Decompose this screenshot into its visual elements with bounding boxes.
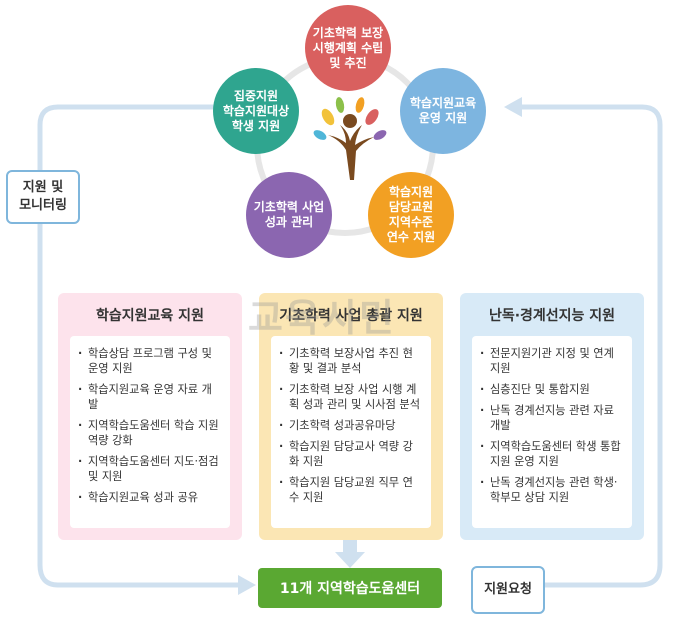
list-item: 기초학력 보장사업 추진 현황 및 결과 분석 [279,346,423,376]
list-item: 지역학습도움센터 지도·점검 및 지원 [78,454,222,484]
list-item: 지역학습도움센터 학생 통합지원 운영 지원 [480,439,624,469]
panel-learning-support: 학습지원교육 지원 학습상담 프로그램 구성 및 운영 지원 학습지원교육 운영… [58,293,242,540]
panel-body: 학습상담 프로그램 구성 및 운영 지원 학습지원교육 운영 자료 개발 지역학… [70,336,230,528]
loop-label: 지원 및 모니터링 [6,170,80,224]
panel-basic-skill: 기초학력 사업 총괄 지원 기초학력 보장사업 추진 현황 및 결과 분석 기초… [259,293,443,540]
list-item: 학습지원교육 성과 공유 [78,490,222,505]
list-item: 난독 경계선지능 관련 학생·학부모 상담 지원 [480,475,624,505]
list-item: 지역학습도움센터 학습 지원 역량 강화 [78,418,222,448]
circle-teacher-training: 학습지원 담당교원 지역수준 연수 지원 [368,172,454,258]
list-item: 전문지원기관 지정 및 연계 지원 [480,346,624,376]
panel-body: 기초학력 보장사업 추진 현황 및 결과 분석 기초학력 보장 사업 시행 계획… [271,336,431,528]
center-box: 11개 지역학습도움센터 [258,568,442,608]
panel-title: 난독·경계선지능 지원 [488,308,616,324]
list-item: 학습지원 담당교원 직무 연수 지원 [279,475,423,505]
panel-dyslexia: 난독·경계선지능 지원 전문지원기관 지정 및 연계 지원 심층진단 및 통합지… [460,293,644,540]
watermark: 교육시민 [248,296,396,340]
list-item: 기초학력 성과공유마당 [279,418,423,433]
list-item: 심층진단 및 통합지원 [480,382,624,397]
panel-body: 전문지원기관 지정 및 연계 지원 심층진단 및 통합지원 난독 경계선지능 관… [472,336,632,528]
request-label: 지원요청 [471,566,545,614]
circle-performance: 기초학력 사업 성과 관리 [246,172,332,258]
list-item: 학습지원교육 운영 자료 개발 [78,382,222,412]
panel-title: 학습지원교육 지원 [96,308,204,324]
circle-intensive-support: 집중지원 학습지원대상 학생 지원 [213,68,299,154]
circle-plan: 기초학력 보장 시행계획 수립 및 추진 [305,5,391,91]
list-item: 학습상담 프로그램 구성 및 운영 지원 [78,346,222,376]
list-item: 난독 경계선지능 관련 자료 개발 [480,403,624,433]
tree-logo-icon [313,97,387,180]
list-item: 기초학력 보장 사업 시행 계획 성과 관리 및 시사점 분석 [279,382,423,412]
list-item: 학습지원 담당교사 역량 강화 지원 [279,439,423,469]
circle-operation-support: 학습지원교육 운영 지원 [400,68,486,154]
panel-title: 기초학력 사업 총괄 지원 [279,308,423,324]
